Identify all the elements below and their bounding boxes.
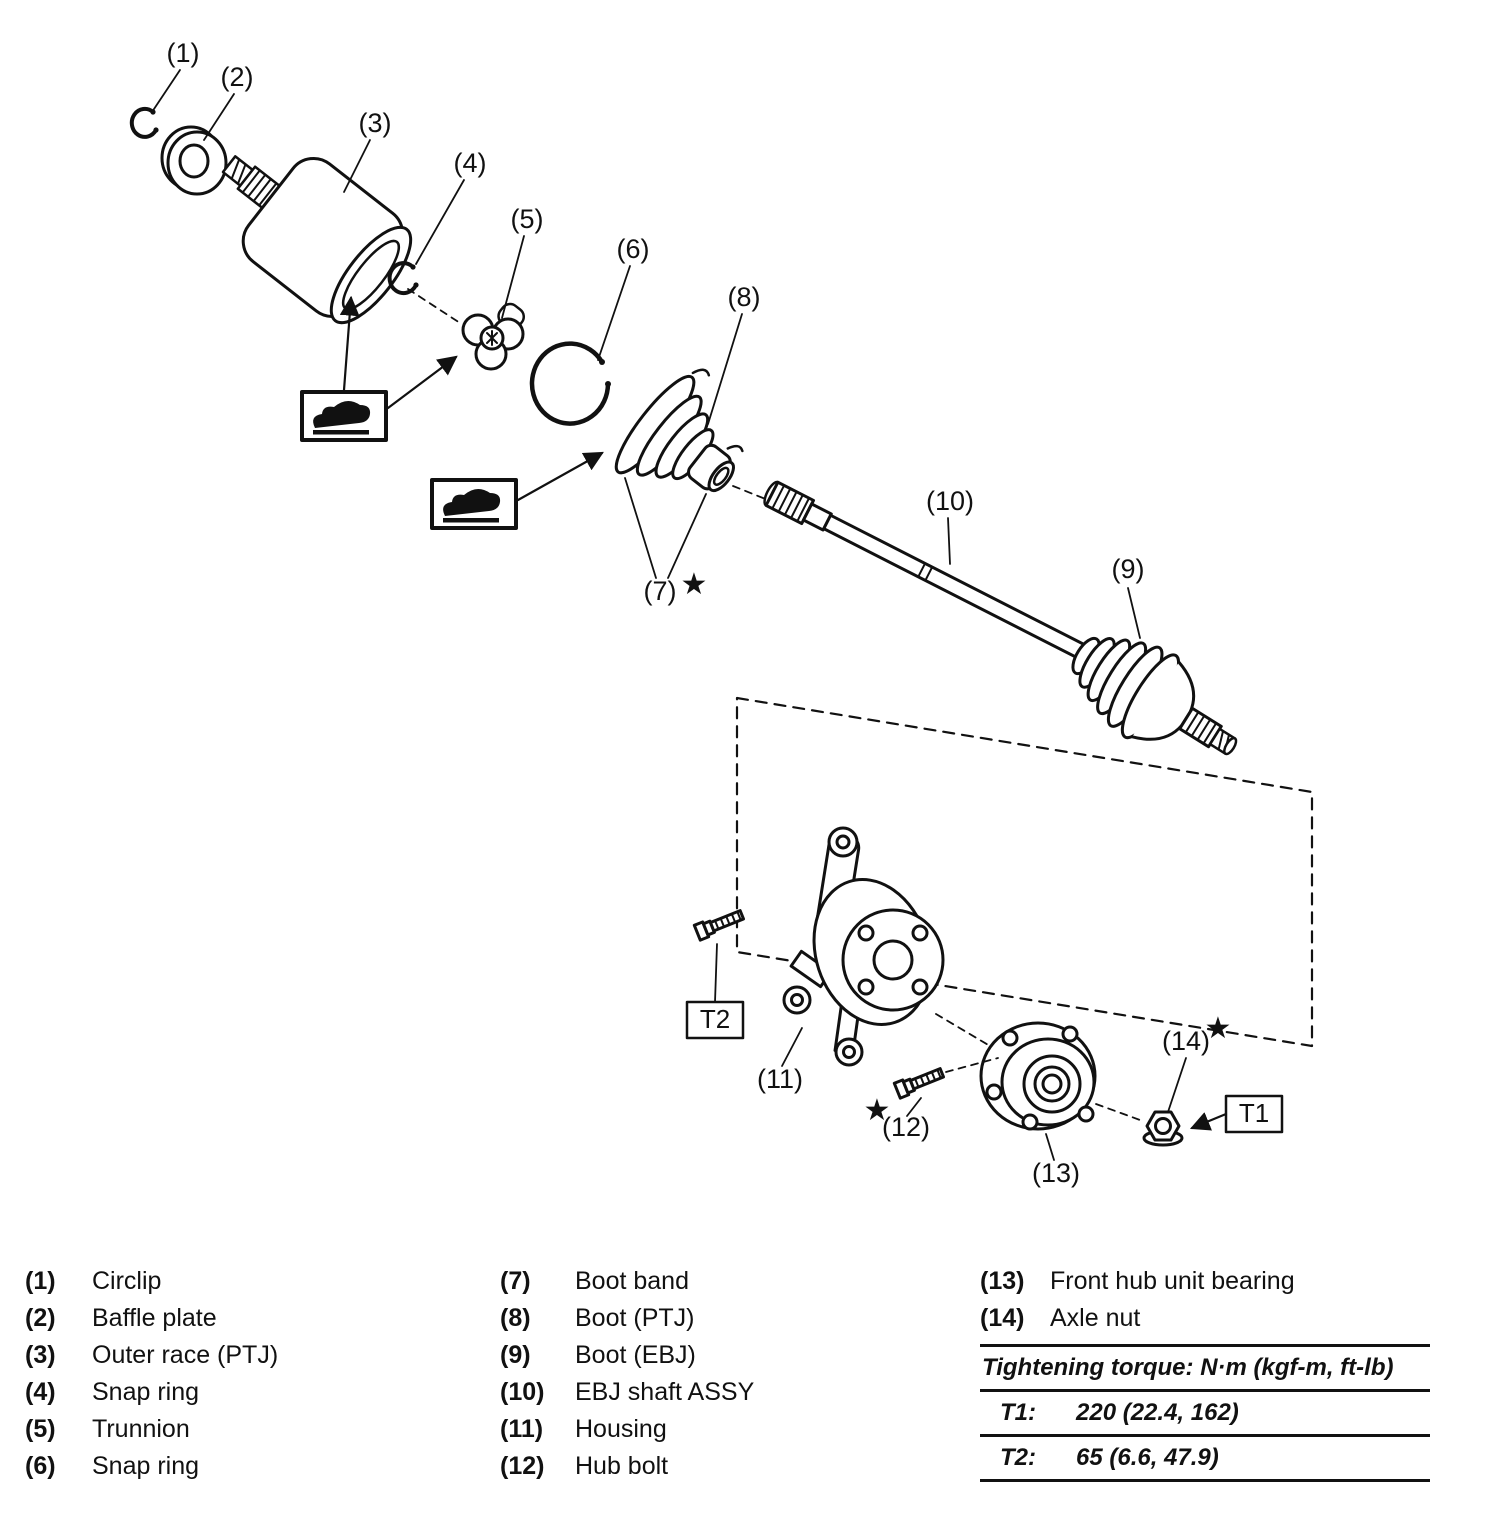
legend-item-number: (3) bbox=[25, 1341, 56, 1369]
exploded-diagram: (1) (2) (3) (4) (5) (6) (8) (7) (10) (9)… bbox=[129, 38, 1314, 1188]
tightening-torque-table: Tightening torque: N·m (kgf-m, ft-lb) T1… bbox=[980, 1344, 1430, 1482]
legend-item: (10) EBJ shaft ASSY bbox=[500, 1379, 950, 1405]
legend-item-label: Boot (PTJ) bbox=[575, 1304, 695, 1332]
callout-5: (5) bbox=[511, 204, 544, 234]
part-circlip bbox=[129, 106, 159, 139]
legend-item-number: (11) bbox=[500, 1415, 544, 1443]
legend-item-label: Snap ring bbox=[92, 1378, 200, 1406]
grease-icon-1 bbox=[300, 390, 388, 442]
legend-item-number: (4) bbox=[25, 1378, 56, 1406]
legend-item-number: (10) bbox=[500, 1378, 545, 1406]
legend-item: (7) Boot band bbox=[500, 1268, 950, 1294]
callout-11: (11) bbox=[757, 1064, 803, 1094]
torque-row-id: T2: bbox=[1000, 1444, 1036, 1471]
legend-item-label: Housing bbox=[575, 1415, 667, 1443]
legend-item: (6) Snap ring bbox=[25, 1453, 475, 1479]
legend-column-3: (13) Front hub unit bearing (14) Axle nu… bbox=[980, 1268, 1430, 1482]
part-snap-ring-large bbox=[529, 341, 611, 426]
part-outer-race-ptj bbox=[221, 155, 413, 325]
callout-2: (2) bbox=[221, 62, 254, 92]
legend-item-label: Front hub unit bearing bbox=[1050, 1267, 1295, 1295]
callout-13: (13) bbox=[1032, 1158, 1080, 1188]
torque-row-value: 65 (6.6, 47.9) bbox=[1076, 1444, 1219, 1471]
legend-item-label: Boot (EBJ) bbox=[575, 1341, 696, 1369]
torque-row-value: 220 (22.4, 162) bbox=[1076, 1399, 1239, 1426]
legend-item-label: Snap ring bbox=[92, 1452, 200, 1480]
dashed-reference-plane bbox=[735, 696, 1314, 1048]
callout-1: (1) bbox=[167, 38, 200, 68]
part-hub-bolt-t2 bbox=[692, 909, 746, 942]
torque-tag-t1-box bbox=[1189, 1094, 1284, 1134]
legend-item: (1) Circlip bbox=[25, 1268, 475, 1294]
legend-item-label: Boot band bbox=[575, 1267, 689, 1295]
legend-item-label: Trunnion bbox=[92, 1415, 190, 1443]
legend-item-label: Baffle plate bbox=[92, 1304, 217, 1332]
star-icon-12: ★ bbox=[864, 1094, 891, 1127]
legend-item: (4) Snap ring bbox=[25, 1379, 475, 1405]
part-snap-ring-small bbox=[387, 261, 419, 296]
torque-tag-t1: T1 bbox=[1239, 1098, 1269, 1128]
callout-9: (9) bbox=[1112, 554, 1145, 584]
legend-item: (9) Boot (EBJ) bbox=[500, 1342, 950, 1368]
legend-item: (11) Housing bbox=[500, 1416, 950, 1442]
leader-lines bbox=[151, 69, 1187, 1161]
torque-tag-t2: T2 bbox=[700, 1004, 730, 1034]
legend-item-number: (12) bbox=[500, 1452, 545, 1480]
star-icon-7: ★ bbox=[681, 568, 708, 601]
legend-item-label: Outer race (PTJ) bbox=[92, 1341, 279, 1369]
part-axle-nut bbox=[1142, 1110, 1184, 1147]
legend-item-number: (1) bbox=[25, 1267, 56, 1295]
legend-item-number: (2) bbox=[25, 1304, 56, 1332]
callout-14: (14) bbox=[1162, 1026, 1210, 1056]
callout-7: (7) bbox=[644, 576, 677, 606]
part-hub-bearing bbox=[979, 1021, 1097, 1131]
legend-item: (3) Outer race (PTJ) bbox=[25, 1342, 475, 1368]
alignment-dashed-lines bbox=[407, 288, 1141, 1121]
legend-item: (13) Front hub unit bearing bbox=[980, 1268, 1430, 1294]
part-boot-ebj bbox=[1071, 636, 1238, 756]
torque-row-t1: T1: 220 (22.4, 162) bbox=[980, 1392, 1430, 1437]
legend-item-number: (14) bbox=[980, 1304, 1025, 1332]
star-icon-14: ★ bbox=[1205, 1012, 1232, 1045]
legend-item-number: (7) bbox=[500, 1267, 531, 1295]
legend-item-label: EBJ shaft ASSY bbox=[575, 1378, 755, 1406]
legend-item: (2) Baffle plate bbox=[25, 1305, 475, 1331]
torque-row-t2: T2: 65 (6.6, 47.9) bbox=[980, 1437, 1430, 1482]
legend-item-label: Axle nut bbox=[1050, 1304, 1141, 1332]
legend-item-number: (6) bbox=[25, 1452, 56, 1480]
part-trunnion bbox=[461, 302, 525, 371]
part-hub-bolt-12 bbox=[892, 1067, 946, 1100]
callout-12: (12) bbox=[882, 1112, 930, 1142]
torque-tag-t2-box bbox=[685, 1000, 745, 1040]
legend-item-label: Circlip bbox=[92, 1267, 162, 1295]
legend-item: (8) Boot (PTJ) bbox=[500, 1305, 950, 1331]
legend-item-number: (8) bbox=[500, 1304, 531, 1332]
legend-item-label: Hub bolt bbox=[575, 1452, 669, 1480]
callout-4: (4) bbox=[454, 148, 487, 178]
grease-arrows bbox=[339, 295, 604, 502]
legend-item: (12) Hub bolt bbox=[500, 1453, 950, 1479]
callout-10: (10) bbox=[926, 486, 974, 516]
callout-6: (6) bbox=[617, 234, 650, 264]
legend-item-number: (5) bbox=[25, 1415, 56, 1443]
callout-3: (3) bbox=[359, 108, 392, 138]
legend-item: (5) Trunnion bbox=[25, 1416, 475, 1442]
parts-legend: (1) Circlip (2) Baffle plate (3) Outer r… bbox=[0, 1268, 1504, 1518]
grease-icon-2 bbox=[430, 478, 518, 530]
torque-table-title: Tightening torque: N·m (kgf-m, ft-lb) bbox=[980, 1347, 1430, 1392]
legend-item: (14) Axle nut bbox=[980, 1305, 1430, 1331]
legend-column-2: (7) Boot band (8) Boot (PTJ) (9) Boot (E… bbox=[500, 1268, 950, 1490]
legend-item-number: (13) bbox=[980, 1267, 1025, 1295]
part-housing bbox=[782, 826, 945, 1067]
callout-8: (8) bbox=[728, 282, 761, 312]
legend-column-1: (1) Circlip (2) Baffle plate (3) Outer r… bbox=[25, 1268, 475, 1490]
part-boot-ptj bbox=[614, 368, 744, 493]
part-baffle-plate bbox=[160, 125, 228, 196]
torque-row-id: T1: bbox=[1000, 1399, 1036, 1426]
legend-item-number: (9) bbox=[500, 1341, 531, 1369]
